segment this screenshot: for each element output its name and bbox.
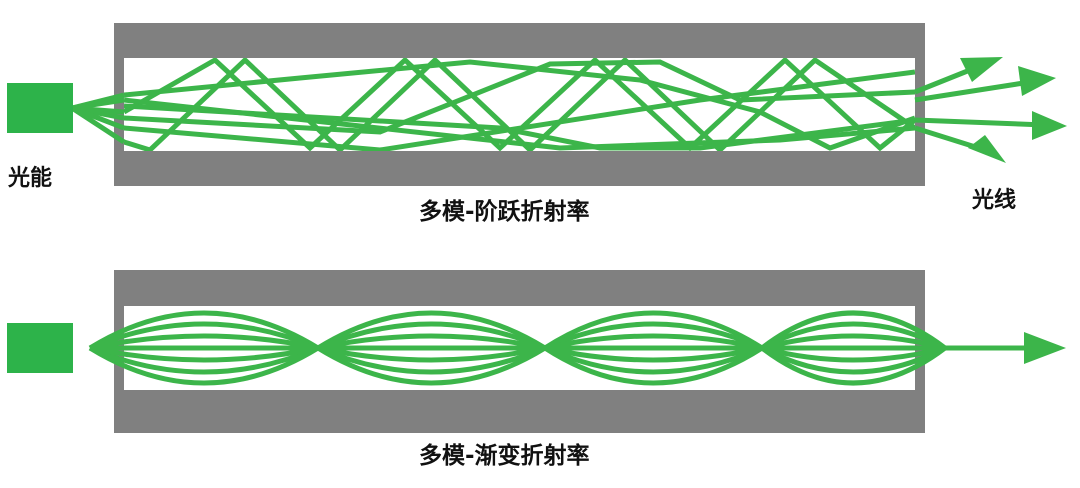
arrow-head-icon: [1024, 332, 1066, 364]
ray-zigzag-c: [124, 59, 915, 151]
ray-zigzag-f: [124, 103, 915, 151]
ray-zigzag-b: [124, 58, 915, 151]
graded-index-fiber: [7, 270, 1066, 433]
step-index-rays: [124, 58, 915, 151]
light-source-label: 光能: [8, 166, 53, 191]
ray-zigzag-d: [124, 59, 915, 135]
step-index-caption: 多模-阶跃折射率: [419, 199, 590, 225]
ray-zigzag-g: [124, 69, 915, 151]
ray-zigzag-e: [124, 97, 915, 151]
step-entry-rays: [70, 92, 126, 145]
arrow-head-icon: [968, 135, 1006, 163]
step-index-fiber: [7, 23, 1067, 186]
graded-light-source-block: [7, 323, 73, 373]
light-output-label: 光线: [972, 188, 1017, 213]
arrow-head-icon: [1032, 111, 1067, 140]
step-output-arrowheads: [960, 57, 1067, 163]
graded-index-rays: [88, 310, 1035, 386]
ray-zigzag-a: [124, 58, 915, 151]
arrow-head-icon: [960, 57, 1003, 82]
step-light-source-block: [7, 83, 73, 133]
arrow-head-icon: [1018, 66, 1056, 96]
graded-index-caption: 多模-渐变折射率: [419, 443, 590, 469]
